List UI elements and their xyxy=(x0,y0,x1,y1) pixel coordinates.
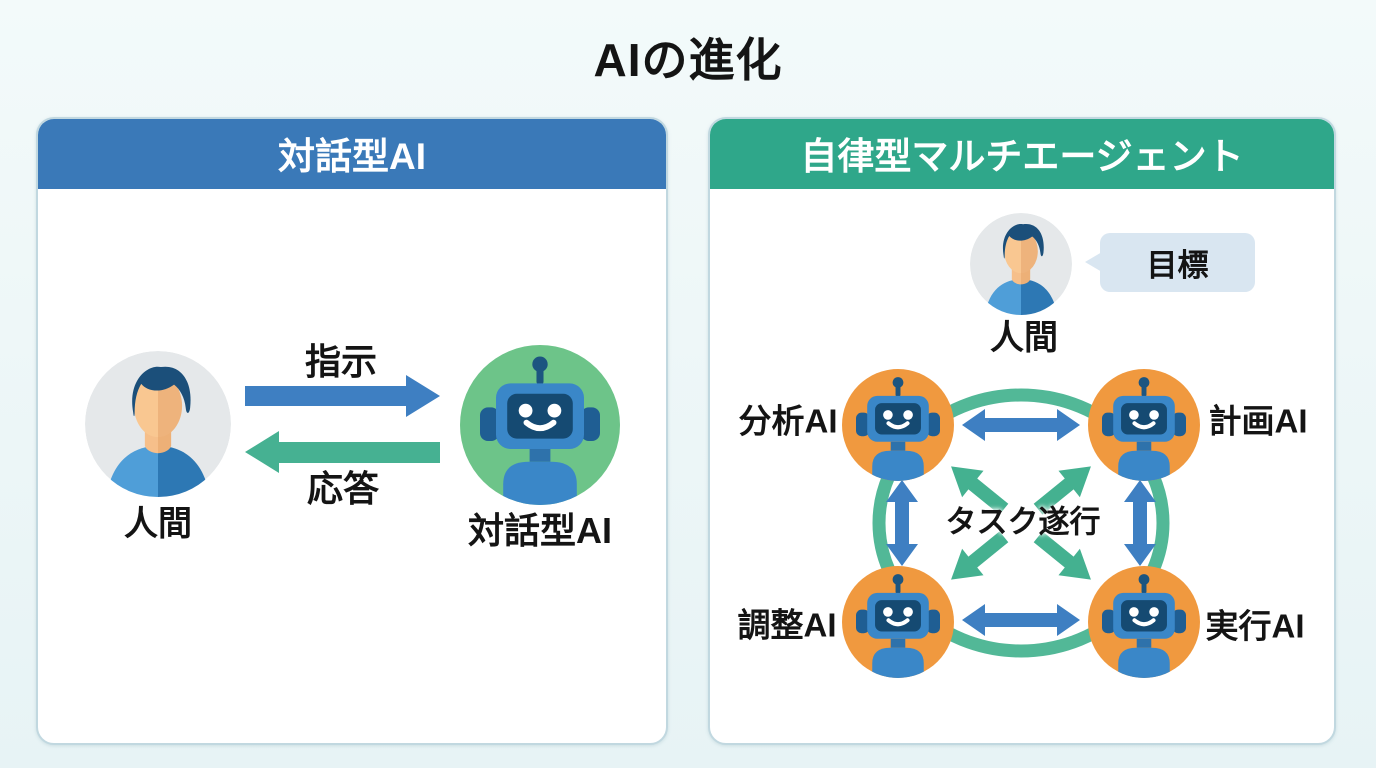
planning-agent-label: 計画AI xyxy=(1208,402,1308,440)
autonomous-multiagent-panel-header: 自律型マルチエージェント xyxy=(710,119,1334,189)
goal-speech-bubble: 目標 xyxy=(1085,233,1255,292)
response-arrow-label: 応答 xyxy=(306,468,380,509)
conversational-ai-panel-header: 対話型AI xyxy=(38,119,666,189)
task-execution-label: タスク遂行 xyxy=(945,504,1101,540)
left-human-label: 人間 xyxy=(124,505,192,543)
instruction-arrow-label: 指示 xyxy=(304,341,378,382)
goal-bubble-label: 目標 xyxy=(1146,248,1209,283)
conversational-robot-label: 対話型AI xyxy=(467,510,613,551)
execution-agent-label: 実行AI xyxy=(1205,607,1305,645)
conversational-ai-panel: 対話型AI xyxy=(36,117,668,745)
analysis-agent-label: 分析AI xyxy=(738,402,838,440)
coordination-agent-label: 調整AI xyxy=(737,606,837,644)
right-human-label: 人間 xyxy=(990,319,1058,357)
page-title: AIの進化 xyxy=(593,34,783,86)
